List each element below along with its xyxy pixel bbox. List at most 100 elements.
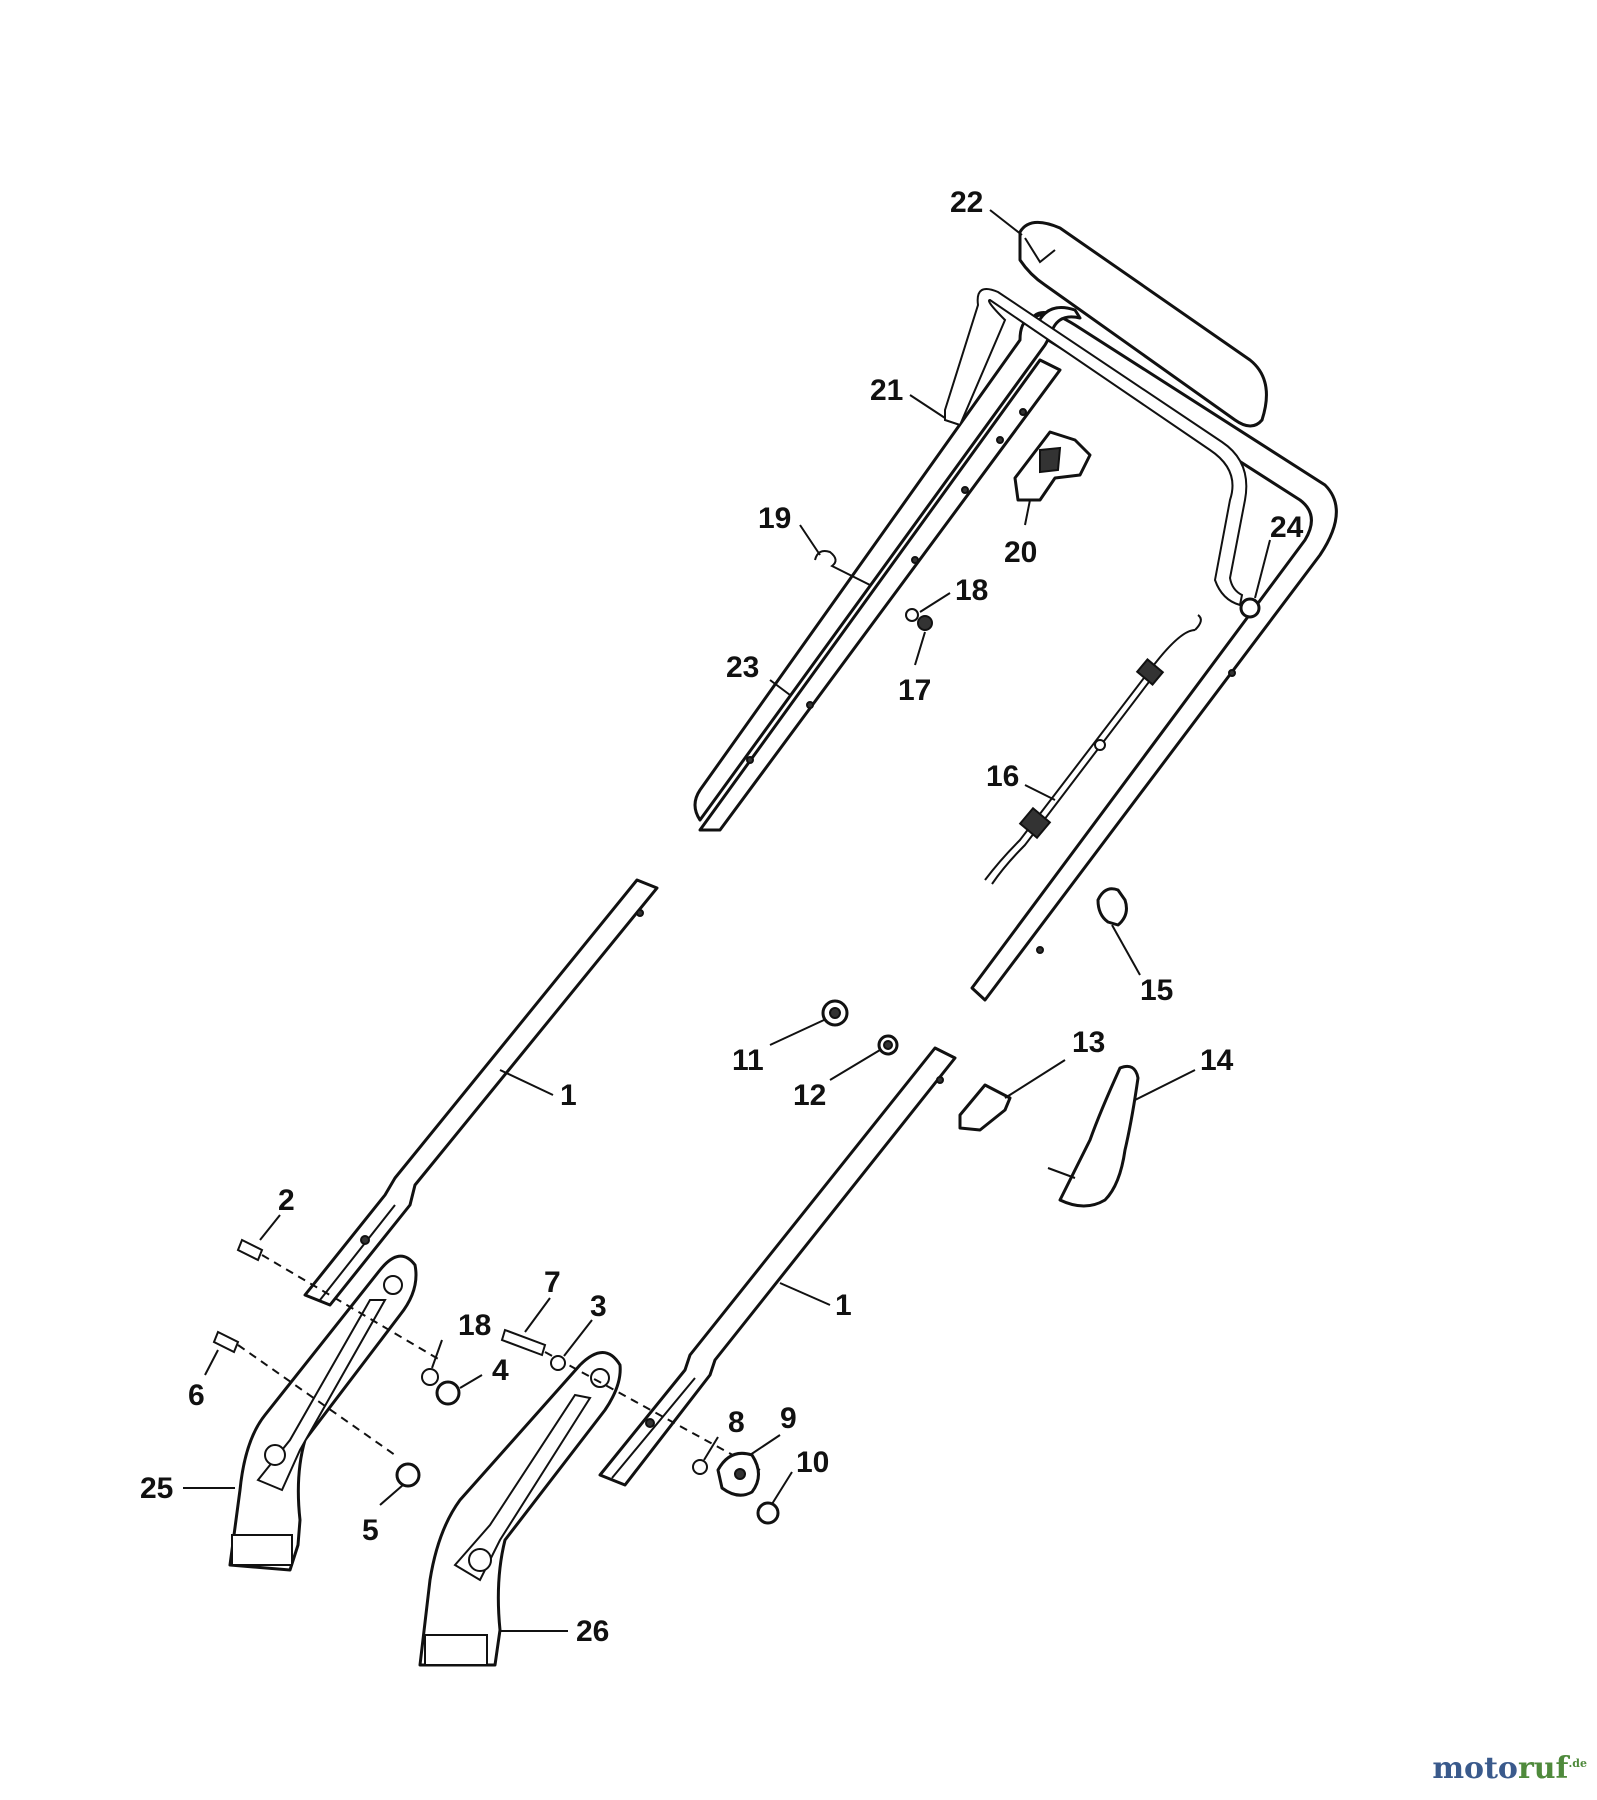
bracket-right-foot xyxy=(424,1634,488,1666)
part-15-cable-clip xyxy=(1096,887,1128,927)
callout-22: 22 xyxy=(950,186,983,219)
part-7-bolt xyxy=(500,1328,547,1357)
leader-2 xyxy=(259,1214,281,1241)
bracket-left-inner xyxy=(256,1299,387,1492)
part-12-nut xyxy=(877,1034,899,1056)
callout-26: 26 xyxy=(576,1615,609,1648)
hole xyxy=(961,486,969,494)
logo-part-1: moto xyxy=(1432,1751,1518,1786)
foam-grip-end-cap xyxy=(1024,237,1056,264)
part-17-nut-top xyxy=(917,615,933,631)
leader-22 xyxy=(989,209,1023,236)
leader-5 xyxy=(379,1484,404,1506)
callout-12: 12 xyxy=(793,1079,826,1112)
bracket-left-pivot xyxy=(264,1444,286,1466)
callout-15: 15 xyxy=(1140,974,1173,1007)
callout-1-right: 1 xyxy=(835,1289,852,1322)
leader-1b xyxy=(779,1282,831,1306)
callout-19: 19 xyxy=(758,502,791,535)
leader-18a xyxy=(919,592,951,613)
bail-lever xyxy=(944,288,1248,607)
callout-17: 17 xyxy=(898,674,931,707)
foam-grip xyxy=(1018,220,1268,428)
lever-body xyxy=(1058,1064,1140,1208)
cable-end-hook xyxy=(1194,614,1202,631)
part-18-washer-top xyxy=(905,608,919,622)
knob-nut-inner xyxy=(829,1007,841,1019)
leader-7 xyxy=(524,1297,551,1333)
logo-tld: .de xyxy=(1568,1757,1587,1770)
leader-16 xyxy=(1024,784,1056,801)
hole xyxy=(1036,946,1044,954)
leader-19 xyxy=(799,524,821,556)
callout-labels: 22 21 19 20 24 18 17 23 16 15 11 12 13 1… xyxy=(140,186,1304,1648)
leader-13 xyxy=(1004,1059,1066,1099)
callout-16: 16 xyxy=(986,760,1019,793)
leader-6 xyxy=(204,1349,219,1376)
leader-9 xyxy=(749,1434,781,1456)
leader-21 xyxy=(909,394,946,419)
hole xyxy=(996,436,1004,444)
logo-part-2: ruf xyxy=(1517,1751,1569,1786)
callout-10: 10 xyxy=(796,1446,829,1479)
leader-11 xyxy=(769,1019,825,1046)
lower-handle-left-tube xyxy=(303,878,659,1307)
assembly-line-2 xyxy=(261,1254,441,1361)
flat-end-right xyxy=(611,1377,696,1479)
assembly-line-6 xyxy=(237,1344,396,1456)
part-14-quick-release-lever xyxy=(1047,1064,1140,1208)
part-25-bracket-left xyxy=(228,1254,418,1572)
bracket-left-foot xyxy=(231,1534,293,1566)
part-3-washer xyxy=(550,1355,566,1371)
leader-8 xyxy=(703,1436,719,1461)
part-19-cable-hook xyxy=(814,550,871,586)
callout-20: 20 xyxy=(1004,536,1037,569)
part-11-knob-nut xyxy=(821,999,849,1027)
callout-14: 14 xyxy=(1200,1044,1234,1077)
upper-handle-assembly xyxy=(693,220,1338,1002)
leader-18b xyxy=(431,1339,443,1369)
callout-25: 25 xyxy=(140,1472,173,1505)
part-5-nut xyxy=(395,1462,421,1488)
callout-1-left: 1 xyxy=(560,1079,577,1112)
leader-lines xyxy=(183,209,1271,1632)
cable-spring-upper xyxy=(1135,658,1165,686)
bracket-right-top-hole xyxy=(590,1368,610,1388)
callout-4: 4 xyxy=(492,1354,509,1387)
callout-18-top: 18 xyxy=(955,574,988,607)
callout-11: 11 xyxy=(732,1044,764,1077)
callout-23: 23 xyxy=(726,651,759,684)
callout-3: 3 xyxy=(590,1290,607,1323)
part-13-clamp-block xyxy=(958,1083,1012,1132)
callout-13: 13 xyxy=(1072,1026,1105,1059)
callout-7: 7 xyxy=(544,1266,561,1299)
leader-12 xyxy=(829,1049,881,1081)
part-6-bolt xyxy=(212,1330,240,1354)
hole xyxy=(806,701,814,709)
callout-6: 6 xyxy=(188,1379,205,1412)
cable-adjuster xyxy=(1094,739,1106,751)
callout-18-bottom: 18 xyxy=(458,1309,491,1342)
hole xyxy=(636,909,644,917)
nut-inner xyxy=(883,1040,893,1050)
leader-1a xyxy=(499,1069,554,1096)
part-8-washer xyxy=(692,1459,708,1475)
part-26-bracket-right xyxy=(418,1351,622,1667)
callout-24: 24 xyxy=(1270,511,1304,544)
callout-21: 21 xyxy=(870,374,903,407)
flat-end-left xyxy=(319,1204,396,1301)
part-20-cable-holder xyxy=(1013,430,1092,502)
part-4-nut xyxy=(435,1380,461,1406)
bail-pivot xyxy=(1239,597,1261,619)
part-9-hole xyxy=(734,1468,746,1480)
leader-3 xyxy=(563,1319,593,1357)
leader-14 xyxy=(1134,1069,1196,1101)
callout-8: 8 xyxy=(728,1406,745,1439)
lower-handle-right-tube xyxy=(598,1046,957,1487)
lower-handle-left xyxy=(303,878,659,1307)
upper-handle-left-tube xyxy=(698,358,1062,832)
bracket-left-body xyxy=(228,1254,418,1572)
motoruf-watermark-logo: motoruf.de xyxy=(1432,1751,1587,1786)
cable-holder-slot xyxy=(1039,446,1062,474)
hole xyxy=(360,1235,370,1245)
